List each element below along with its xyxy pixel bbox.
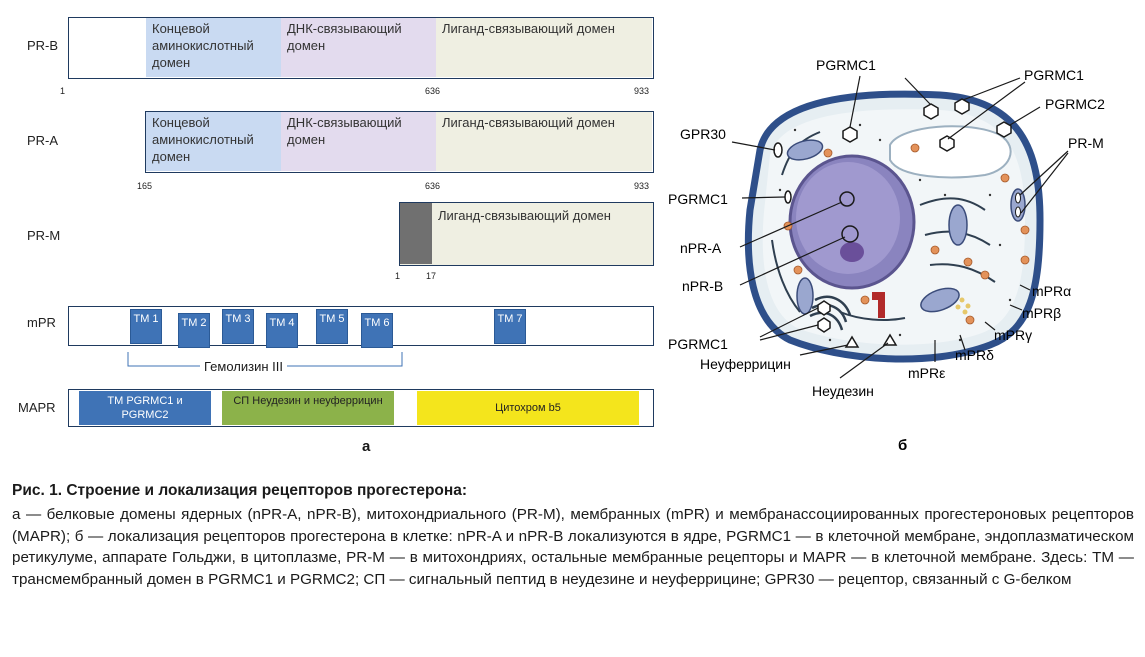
pgrmc1-hexagon — [954, 98, 970, 115]
row-label-pr-b: PR-B — [27, 38, 59, 53]
pr-a-bar: Концевой аминокислотный домен ДНК-связыв… — [145, 111, 654, 173]
label-pgrmc1-bottom: PGRMC1 — [668, 336, 728, 352]
pr-m-bar: Лиганд-связывающий домен — [399, 202, 654, 266]
mpr-tm-2: TM 2 — [178, 313, 210, 348]
pr-b-dna-domain: ДНК-связывающий домен — [281, 18, 436, 77]
figure-caption-title: Рис. 1. Строение и локализация рецепторо… — [12, 482, 468, 499]
row-label-mpr: mPR — [27, 315, 56, 330]
pgrmc1-hexagon — [923, 103, 939, 120]
pgrmc1-hexagon — [817, 317, 831, 333]
pr-m-tick-17: 17 — [426, 271, 437, 281]
mapr-tm-domain: TM PGRMC1 и PGRMC2 — [79, 391, 211, 425]
pr-a-tick-mid: 636 — [425, 181, 441, 191]
label-mpre: mPRε — [908, 365, 945, 381]
ribosomes — [778, 123, 1012, 342]
panel-b-letter: б — [898, 437, 907, 454]
pr-b-bar: Концевой аминокислотный домен ДНК-связыв… — [68, 17, 654, 79]
hemolysin-label: Гемолизин III — [200, 359, 287, 374]
label-prm: PR-M — [1068, 135, 1104, 151]
mitochondrion — [948, 204, 968, 246]
pr-a-dna-domain: ДНК-связывающий домен — [281, 112, 436, 171]
label-pgrmc1-top: PGRMC1 — [816, 57, 876, 73]
mitochondrion — [920, 287, 960, 313]
pr-a-ligand-domain: Лиганд-связывающий домен — [436, 112, 652, 171]
mpr-tm-6: TM 6 — [361, 313, 393, 348]
npr-b-circle — [841, 225, 859, 243]
pr-b-ligand-domain: Лиганд-связывающий домен — [436, 18, 652, 77]
label-mprb: mPRβ — [1022, 305, 1061, 321]
centrosome — [872, 292, 885, 318]
pr-b-tick-mid: 636 — [425, 86, 441, 96]
vacuole — [889, 125, 1012, 179]
label-neuferritin: Неуферрицин — [700, 356, 791, 372]
leader-lines — [731, 75, 1069, 379]
label-mprd: mPRδ — [955, 347, 994, 363]
row-label-pr-a: PR-A — [27, 133, 59, 148]
mpr-tm-5: TM 5 — [316, 309, 348, 344]
pgrmc1-hexagon — [817, 300, 831, 316]
pr-m-tick-start: 1 — [395, 271, 401, 281]
pgrmc2-hexagon — [996, 121, 1012, 138]
mitochondrion — [786, 139, 824, 161]
row-label-pr-m: PR-M — [27, 228, 61, 243]
pgrmc1-hexagon — [842, 126, 858, 143]
granules — [955, 297, 971, 315]
label-neudesin: Неудезин — [812, 383, 874, 399]
neudesin-triangle — [882, 333, 898, 346]
prm-oval — [1015, 192, 1021, 204]
label-nprb: nPR-B — [682, 278, 723, 294]
pr-b-tick-end: 933 — [634, 86, 650, 96]
row-label-mapr: MAPR — [18, 400, 56, 415]
label-pgrmc1-right: PGRMC1 — [1024, 67, 1084, 83]
label-pgrmc2: PGRMC2 — [1045, 96, 1105, 112]
npr-a-circle — [839, 191, 855, 207]
label-npra: nPR-A — [680, 240, 722, 256]
mpr-tm-1: TM 1 — [130, 309, 162, 344]
label-mprg: mPRγ — [994, 327, 1032, 343]
label-pgrmc1-left: PGRMC1 — [668, 191, 728, 207]
pgrmc1-hexagon — [939, 135, 955, 152]
prm-oval — [1015, 206, 1021, 218]
pr-m-signal-block — [400, 203, 432, 264]
pr-a-n-terminal-domain: Концевой аминокислотный домен — [146, 112, 281, 171]
pr-m-ligand-domain: Лиганд-связывающий домен — [438, 208, 611, 223]
neudesin-triangle — [844, 335, 860, 348]
pr-a-tick-start: 165 — [137, 181, 153, 191]
gpr30-oval — [773, 142, 783, 158]
mpr-tm-7: TM 7 — [494, 309, 526, 344]
pr-b-tick-start: 1 — [60, 86, 66, 96]
pr-b-n-terminal-domain: Концевой аминокислотный домен — [146, 18, 281, 77]
pr-a-tick-end: 933 — [634, 181, 650, 191]
label-mpra: mPRα — [1032, 283, 1071, 299]
panel-a-letter: а — [362, 438, 371, 455]
lysosomes — [783, 143, 1030, 325]
mapr-sp-domain: СП Неудезин и неуферрицин — [222, 391, 394, 425]
mapr-cytochrome-domain: Цитохром b5 — [417, 391, 639, 425]
label-gpr30: GPR30 — [680, 126, 726, 142]
nucleolus — [840, 242, 864, 262]
mpr-tm-3: TM 3 — [222, 309, 254, 344]
mitochondrion — [796, 277, 814, 315]
golgi — [809, 295, 852, 331]
mpr-tm-4: TM 4 — [266, 313, 298, 348]
figure-caption-body: а — белковые домены ядерных (nPR-A, nPR-… — [12, 506, 1134, 588]
pgrmc1-oval — [784, 190, 792, 204]
panel-b-cell-diagram: PGRMC1 PGRMC1 PGRMC2 GPR30 PR-M PGRMC1 n… — [668, 57, 1105, 454]
